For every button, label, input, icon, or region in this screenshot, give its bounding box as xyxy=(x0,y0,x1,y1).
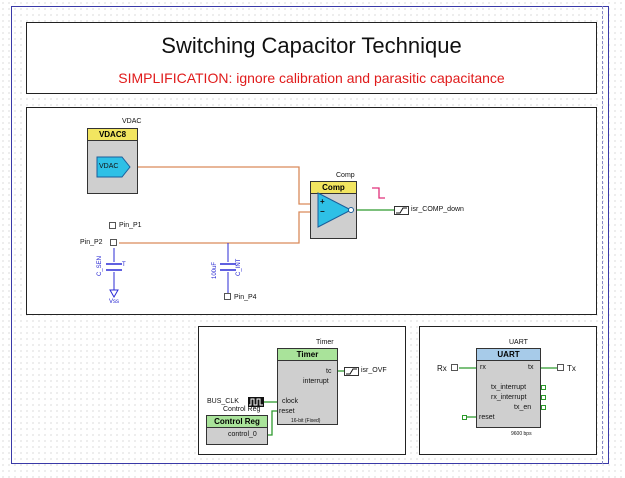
csen-value-label: T xyxy=(122,262,126,268)
uart-tx-port: tx xyxy=(528,364,534,371)
schematic-frame xyxy=(11,6,609,464)
isr-ovf-label: isr_OVF xyxy=(361,367,387,374)
comp-header: Comp xyxy=(311,182,356,194)
vdac-symbol-label: VDAC xyxy=(99,163,119,170)
comp-minus-label: − xyxy=(320,207,325,216)
vss-label: Vss xyxy=(109,299,120,305)
page-subtitle: SIMPLIFICATION: ignore calibration and p… xyxy=(118,70,505,86)
pin-tx-icon[interactable] xyxy=(557,364,564,371)
title-box[interactable]: Switching Capacitor Technique SIMPLIFICA… xyxy=(26,22,597,94)
falling-edge-icon xyxy=(372,187,385,199)
pin-rx-label: Rx xyxy=(437,364,447,373)
uart-rx-interrupt-terminal[interactable] xyxy=(541,395,546,400)
pin-p1-label: Pin_P1 xyxy=(119,222,142,229)
vdac8-component[interactable]: VDAC8 xyxy=(87,128,138,194)
control-reg-header: Control Reg xyxy=(207,416,267,428)
pin-p4-label: Pin_P4 xyxy=(234,294,257,301)
timer-header: Timer xyxy=(278,349,337,361)
isr-comp-icon[interactable] xyxy=(394,206,409,215)
uart-tx-en-port: tx_en xyxy=(514,404,532,411)
uart-header: UART xyxy=(477,349,540,361)
pin-rx-icon[interactable] xyxy=(451,364,458,371)
wire-vdac-to-comp xyxy=(130,166,318,205)
page-edge-line xyxy=(602,6,603,464)
uart-reset-terminal[interactable] xyxy=(462,415,467,420)
pin-p2-icon[interactable] xyxy=(110,239,117,246)
vdac-instance-label: VDAC xyxy=(122,118,142,125)
timer-clock-port: clock xyxy=(282,398,298,405)
timer-reset-port: reset xyxy=(279,408,295,415)
comp-instance-label: Comp xyxy=(336,172,355,179)
uart-reset-port: reset xyxy=(479,414,495,421)
pin-tx-label: Tx xyxy=(567,364,576,373)
bus-clk-label: BUS_CLK xyxy=(207,398,239,405)
timer-footer: 16-bit (Fixed) xyxy=(291,418,321,424)
isr-comp-label: isr_COMP_down xyxy=(411,206,464,213)
uart-tx-interrupt-terminal[interactable] xyxy=(541,385,546,390)
isr-ovf-icon[interactable] xyxy=(344,367,359,376)
timer-interrupt-port: interrupt xyxy=(303,378,329,385)
uart-rx-interrupt-port: rx_interrupt xyxy=(491,394,527,401)
vdac8-header: VDAC8 xyxy=(88,129,137,141)
vss-ground-icon xyxy=(109,289,119,299)
timer-tc-port: tc xyxy=(326,368,332,375)
control-reg-output-port: control_0 xyxy=(228,431,257,438)
uart-baud-label: 9600 bps xyxy=(511,431,532,437)
comp-plus-label: + xyxy=(320,197,325,206)
pin-p4-icon[interactable] xyxy=(224,293,231,300)
comparator-symbol-icon xyxy=(317,192,354,228)
control-reg-component[interactable]: Control Reg xyxy=(206,415,268,445)
uart-tx-interrupt-port: tx_interrupt xyxy=(491,384,527,391)
uart-rx-port: rx xyxy=(480,364,486,371)
vdac-symbol-icon xyxy=(96,156,131,178)
wire-pinp2-to-comp xyxy=(119,211,318,244)
control-reg-instance-label: Control Reg xyxy=(223,406,261,413)
csen-label: C_SEN xyxy=(97,255,103,276)
timer-component[interactable]: Timer xyxy=(277,348,338,425)
cint-label: C_INT xyxy=(236,258,242,276)
cint-value-label: 100uF xyxy=(212,261,218,279)
uart-tx-en-terminal[interactable] xyxy=(541,405,546,410)
clock-source-icon[interactable] xyxy=(248,397,264,407)
page-title: Switching Capacitor Technique xyxy=(161,33,462,58)
wire-control-to-reset xyxy=(266,410,277,436)
uart-component[interactable]: UART xyxy=(476,348,541,428)
pin-p2-label: Pin_P2 xyxy=(80,239,103,246)
uart-instance-label: UART xyxy=(509,339,528,346)
pin-p1-icon[interactable] xyxy=(109,222,116,229)
timer-instance-label: Timer xyxy=(316,339,334,346)
